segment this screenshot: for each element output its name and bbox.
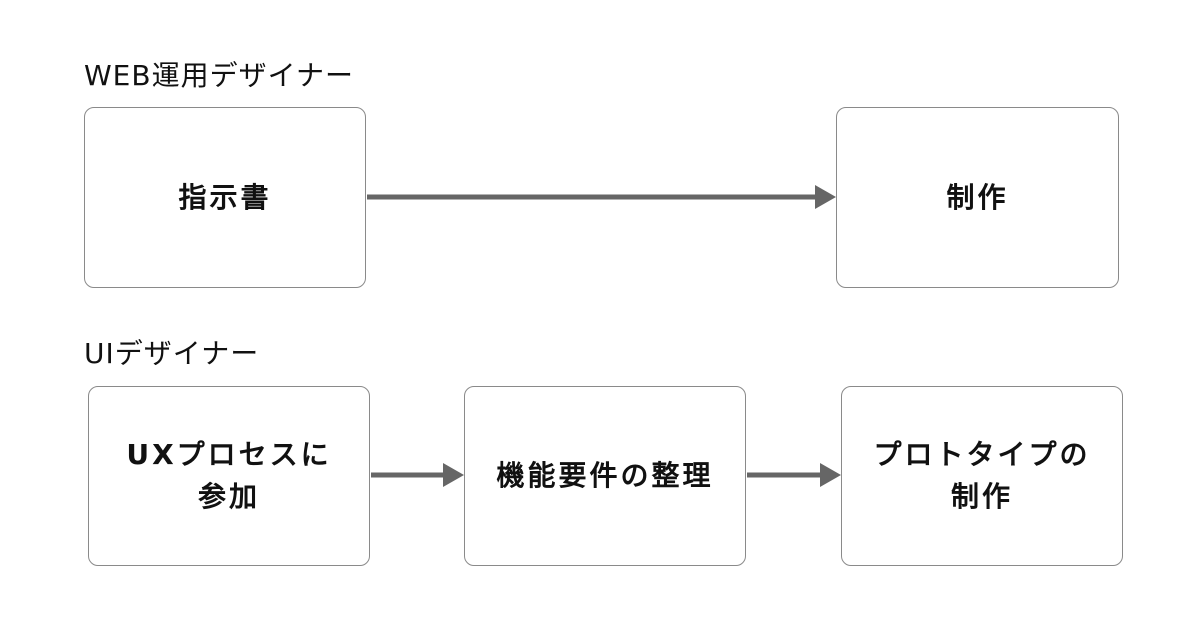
instruction-document-label: 指示書 bbox=[178, 180, 272, 214]
arrow-instruction-to-production bbox=[367, 185, 836, 209]
prototype-production-box: プロトタイプの 制作 bbox=[841, 386, 1123, 566]
production-box: 制作 bbox=[836, 107, 1119, 288]
web-designer-row-label: WEB運用デザイナー bbox=[84, 59, 355, 92]
instruction-document-box: 指示書 bbox=[84, 107, 366, 288]
ux-process-label: UXプロセスに 参加 bbox=[126, 438, 332, 513]
functional-requirements-label: 機能要件の整理 bbox=[496, 459, 714, 492]
functional-requirements-box: 機能要件の整理 bbox=[464, 386, 746, 566]
arrow-ux-to-functional bbox=[371, 463, 464, 487]
production-label: 制作 bbox=[946, 180, 1009, 214]
prototype-production-label: プロトタイプの 制作 bbox=[873, 438, 1091, 513]
ui-designer-row-label: UIデザイナー bbox=[84, 337, 260, 370]
ux-process-box: UXプロセスに 参加 bbox=[88, 386, 370, 566]
arrow-functional-to-prototype bbox=[747, 463, 841, 487]
